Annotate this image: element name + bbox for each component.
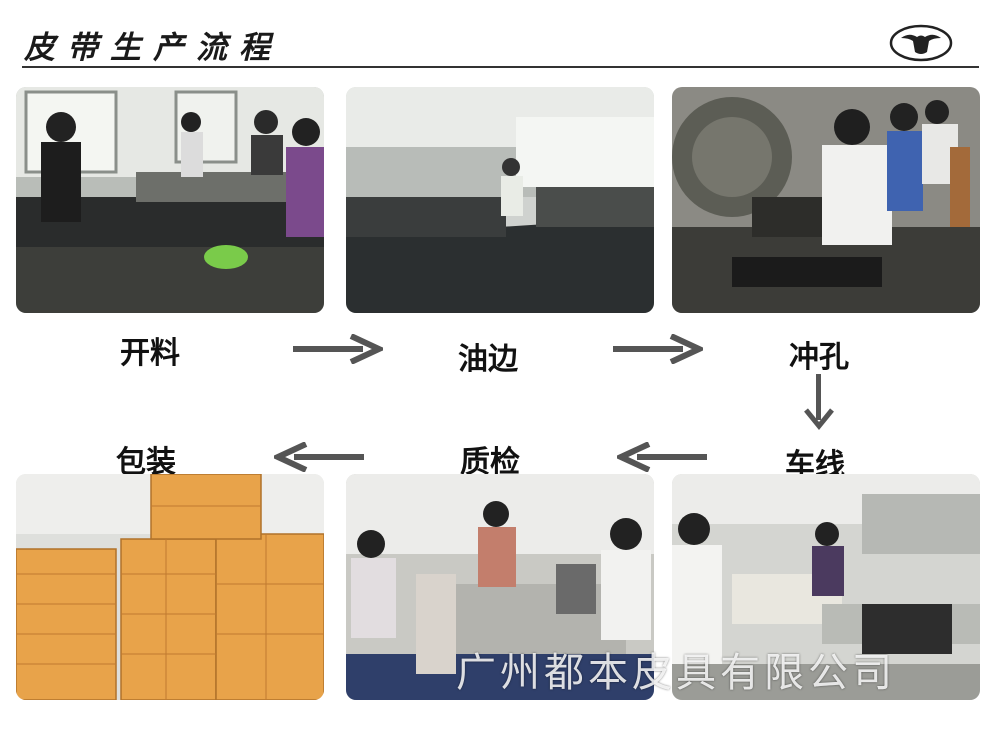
bull-head-icon <box>889 24 953 62</box>
step-label-oil-edge: 油边 <box>458 334 518 378</box>
arrow-icon <box>617 442 707 472</box>
arrow-icon <box>293 334 383 364</box>
photo-packing <box>16 474 324 700</box>
photo-oil-edge <box>346 87 654 313</box>
step-label-punch: 冲孔 <box>789 332 849 376</box>
company-watermark: 广州都本皮具有限公司 <box>456 640 896 698</box>
photo-punching <box>672 87 980 313</box>
page-title: 皮带生产流程 <box>24 22 282 67</box>
step-label-cut: 开料 <box>120 328 180 372</box>
arrow-icon <box>613 334 703 364</box>
arrow-icon <box>274 442 364 472</box>
photo-cutting <box>16 87 324 313</box>
arrow-icon <box>804 374 834 430</box>
title-divider <box>22 66 979 68</box>
